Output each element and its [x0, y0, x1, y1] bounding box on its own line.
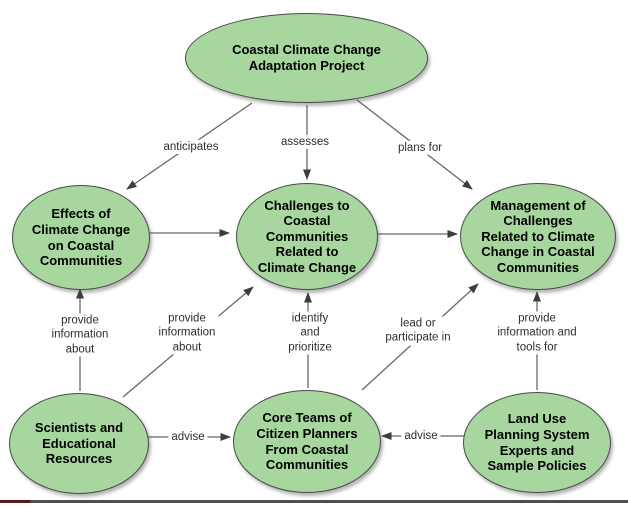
node-core-teams-of-citizen-planners[interactable]: Core Teams of Citizen Planners From Coas… — [233, 390, 381, 493]
edge-label-lead-or-participate-in[interactable]: lead or participate in — [382, 316, 454, 346]
edge-label-provide-information-about-center[interactable]: provide information about — [155, 311, 219, 355]
bottom-edge-bar-red-segment — [0, 500, 30, 503]
edge-label-anticipates[interactable]: anticipates — [160, 139, 222, 155]
node-coastal-climate-change-adaptation-project[interactable]: Coastal Climate Change Adaptation Projec… — [185, 13, 428, 103]
edge-label-identify-and-prioritize[interactable]: identify and prioritize — [285, 311, 335, 355]
node-management-of-challenges[interactable]: Management of Challenges Related to Clim… — [460, 183, 616, 290]
node-challenges-to-coastal-communities[interactable]: Challenges to Coastal Communities Relate… — [236, 183, 378, 290]
edge-label-provide-information-and-tools-for[interactable]: provide information and tools for — [494, 311, 580, 355]
bottom-edge-bar — [0, 500, 628, 503]
node-effects-of-climate-change[interactable]: Effects of Climate Change on Coastal Com… — [12, 185, 150, 290]
edge-label-advise-left[interactable]: advise — [168, 429, 208, 445]
node-land-use-planning-system-experts[interactable]: Land Use Planning System Experts and Sam… — [463, 392, 611, 493]
edge-label-assesses[interactable]: assesses — [278, 134, 332, 150]
edge-label-provide-information-about-left[interactable]: provide information about — [48, 313, 112, 357]
edge-label-plans-for[interactable]: plans for — [394, 140, 446, 156]
edge-label-advise-right[interactable]: advise — [401, 428, 441, 444]
node-scientists-and-educational-resources[interactable]: Scientists and Educational Resources — [9, 393, 149, 494]
